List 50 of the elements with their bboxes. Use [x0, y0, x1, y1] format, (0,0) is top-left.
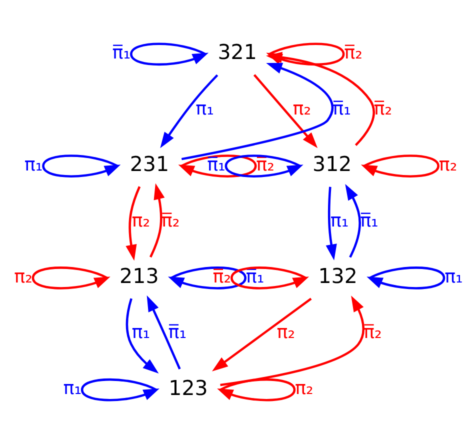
edge-label: π₁ — [24, 154, 42, 176]
arrow — [160, 74, 218, 148]
edge-label: π̅₁ — [168, 322, 186, 344]
arrow — [146, 295, 180, 370]
arrow — [125, 298, 158, 374]
edge-label: π₂ — [292, 98, 311, 120]
edge-label: π̅₁ — [206, 154, 225, 176]
edge-label: π̅₁ — [360, 210, 378, 232]
node-text: 321 — [217, 40, 256, 64]
edge-label: π₂ — [438, 154, 457, 176]
edge-label: π̅₂ — [363, 322, 382, 344]
node-text: 213 — [119, 264, 158, 288]
arrow — [230, 266, 309, 290]
node-text: 123 — [168, 376, 208, 400]
arrow — [167, 266, 246, 290]
edge-label: π₁ — [195, 98, 214, 120]
edge-label: π₁ — [444, 266, 462, 288]
arrow — [130, 42, 208, 66]
edge-label: π̅₁ — [112, 42, 130, 64]
edge-label: π₂ — [276, 322, 295, 344]
arrow — [42, 154, 120, 178]
edge-label: π̅₂ — [373, 98, 392, 120]
arrow — [180, 62, 333, 160]
edge-label: π₂ — [131, 210, 150, 232]
arrow — [148, 183, 164, 258]
arrow — [360, 154, 439, 178]
edge-label: π̅₂ — [212, 266, 231, 288]
arrow — [31, 266, 110, 290]
arrow — [211, 298, 312, 372]
arrow — [325, 186, 336, 260]
edge-label: π₂ — [14, 266, 32, 288]
arrow — [252, 74, 318, 148]
edge-label: π₁ — [131, 322, 150, 344]
arrow — [366, 266, 445, 290]
edge-label: π̅₂ — [160, 210, 180, 232]
arrow — [344, 184, 360, 258]
edge-label: π̅₂ — [344, 42, 362, 64]
node-text: 231 — [129, 152, 169, 176]
arrow — [216, 378, 296, 402]
node-text: 312 — [312, 152, 352, 176]
arrow — [80, 378, 159, 402]
node-text: 132 — [318, 264, 357, 288]
arrow — [125, 186, 140, 261]
arrow — [224, 154, 303, 178]
arrow — [220, 296, 364, 386]
edge-label: π̅₁ — [332, 98, 350, 120]
edge-label: π₁ — [62, 378, 82, 400]
edge-label: π₂ — [294, 378, 313, 400]
arrow — [178, 154, 256, 178]
edge-label: π₁ — [330, 210, 348, 232]
